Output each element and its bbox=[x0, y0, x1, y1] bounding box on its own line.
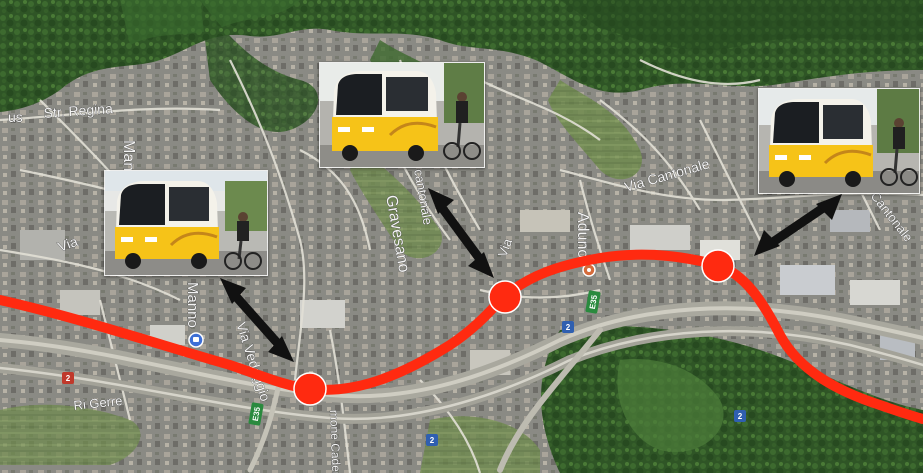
route-stop-3[interactable] bbox=[701, 249, 735, 283]
bus-stop-icon bbox=[188, 332, 204, 348]
shuttle-bus-image bbox=[759, 89, 919, 193]
street-label: Aduno bbox=[574, 212, 591, 258]
street-label: Str. Regina bbox=[43, 100, 113, 121]
callout-arrows bbox=[220, 188, 842, 362]
street-label: Ri Gerre bbox=[73, 393, 123, 413]
street-label: Manno bbox=[184, 282, 201, 328]
road-badge-2: 2 bbox=[734, 410, 746, 422]
road-badge-2: 2 bbox=[562, 321, 574, 333]
shuttle-route-line bbox=[0, 249, 923, 424]
street-label: Via bbox=[56, 233, 80, 255]
road-badge-e35: E35 bbox=[585, 290, 601, 314]
street-label: mone Cadeno bbox=[327, 410, 344, 473]
road-badges: E35 E35 2 2 2 2 bbox=[62, 290, 746, 446]
landmark-pin-icon bbox=[582, 263, 596, 277]
road-badge-e35: E35 bbox=[248, 402, 264, 426]
shuttle-photo bbox=[104, 170, 268, 276]
svg-text:2: 2 bbox=[566, 323, 571, 332]
double-arrow-icon bbox=[220, 278, 294, 362]
svg-text:E35: E35 bbox=[251, 406, 262, 422]
route-stops bbox=[293, 249, 735, 406]
double-arrow-icon bbox=[428, 188, 494, 278]
road-badge-2: 2 bbox=[426, 434, 438, 446]
shuttle-bus-image bbox=[320, 63, 484, 167]
street-label: Via bbox=[495, 236, 516, 259]
shuttle-photo bbox=[319, 62, 485, 168]
route-stop-2[interactable] bbox=[488, 280, 522, 314]
svg-text:2: 2 bbox=[430, 436, 435, 445]
route-stop-1[interactable] bbox=[293, 372, 327, 406]
shuttle-photo bbox=[758, 88, 920, 194]
svg-text:E35: E35 bbox=[588, 294, 599, 310]
svg-text:2: 2 bbox=[66, 374, 71, 383]
shuttle-bus-image bbox=[105, 171, 267, 275]
double-arrow-icon bbox=[754, 194, 842, 256]
svg-text:2: 2 bbox=[738, 412, 743, 421]
road-badge-2: 2 bbox=[62, 372, 74, 384]
street-label: us bbox=[8, 109, 23, 125]
